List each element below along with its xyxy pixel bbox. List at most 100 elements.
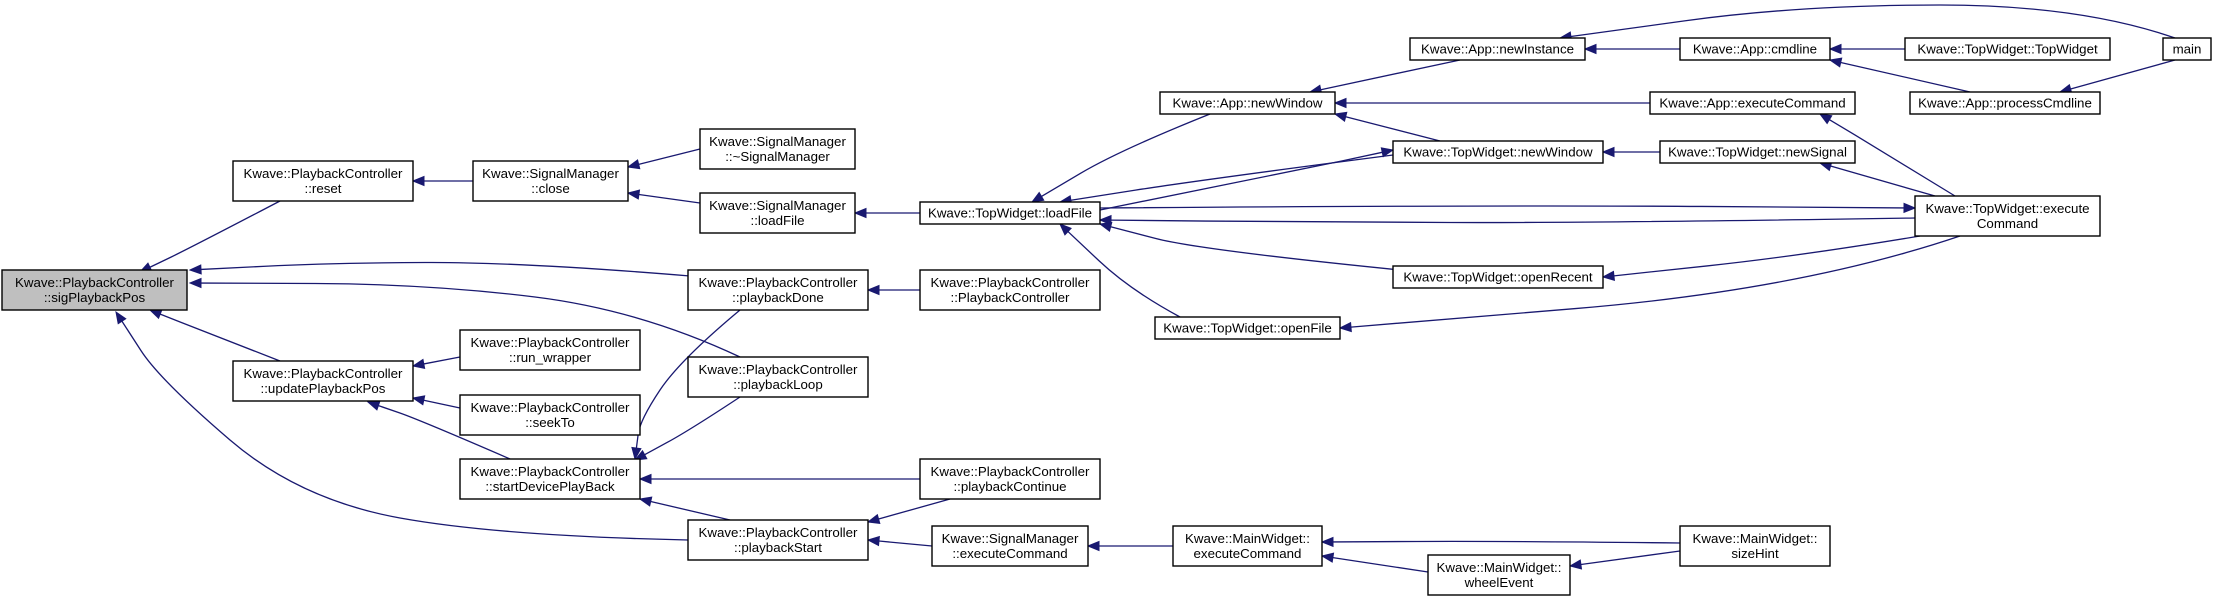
node-updatePlaybackPos[interactable]: Kwave::PlaybackController::updatePlaybac… (232, 360, 414, 402)
edge-arrowhead (1818, 113, 1833, 125)
node-sm-executeCommand[interactable]: Kwave::SignalManager::executeCommand (931, 525, 1089, 567)
edge-arrowhead (1098, 214, 1112, 226)
node-app-newInstance[interactable]: Kwave::App::newInstance (1409, 37, 1586, 61)
edge-line (638, 193, 701, 204)
node-sm-close[interactable]: Kwave::SignalManager::close (472, 160, 629, 202)
node-label-line: Kwave::App::executeCommand (1659, 96, 1845, 111)
node-layer: Kwave::PlaybackController::sigPlaybackPo… (1, 37, 2212, 596)
node-playbackDone[interactable]: Kwave::PlaybackController::playbackDone (687, 269, 869, 311)
edge-arrowhead (866, 513, 881, 524)
edge-app-newWindow-to-tw-loadFile (1030, 113, 1211, 203)
node-label-line: Kwave::SignalManager (709, 134, 846, 149)
edge-arrowhead (411, 175, 425, 187)
node-box (1659, 140, 1856, 164)
node-box (1392, 140, 1604, 164)
node-mw-sizeHint[interactable]: Kwave::MainWidget::sizeHint (1679, 525, 1831, 567)
edge-tw-newSignal-to-tw-newWindow (1601, 146, 1660, 158)
edge-sm-loadFile-to-sm-close (626, 189, 701, 204)
node-tw-TopWidget[interactable]: Kwave::TopWidget::TopWidget (1904, 37, 2111, 61)
edge-arrowhead (1333, 97, 1347, 109)
node-app-executeCommand[interactable]: Kwave::App::executeCommand (1649, 91, 1856, 115)
node-tw-loadFile[interactable]: Kwave::TopWidget::loadFile (919, 201, 1101, 225)
edge-arrowhead (1828, 57, 1843, 68)
node-label-line: Kwave::TopWidget::newWindow (1403, 145, 1593, 160)
edge-line (2070, 59, 2176, 90)
node-mw-wheelEvent[interactable]: Kwave::MainWidget::wheelEvent (1427, 554, 1571, 596)
edge-main-to-app-processCmdline (2058, 59, 2176, 94)
node-label-line: ::~SignalManager (725, 149, 830, 164)
node-playbackContinue[interactable]: Kwave::PlaybackController::playbackConti… (919, 458, 1101, 500)
node-label-line: ::executeCommand (952, 546, 1067, 561)
node-label-line: ::close (531, 181, 569, 196)
node-pc-ctor[interactable]: Kwave::PlaybackController::PlaybackContr… (919, 269, 1101, 311)
node-label-line: Kwave::App::newWindow (1172, 96, 1322, 111)
node-label-line: Kwave::MainWidget:: (1437, 560, 1562, 575)
node-label-line: ::seekTo (525, 415, 575, 430)
node-sm-loadFile[interactable]: Kwave::SignalManager::loadFile (699, 192, 856, 234)
edge-arrowhead (115, 310, 127, 325)
edge-mw-sizeHint-to-mw-executeCommand (1320, 536, 1681, 548)
node-label-line: Kwave::PlaybackController (471, 464, 630, 479)
node-sm-dtor[interactable]: Kwave::SignalManager::~SignalManager (699, 128, 856, 170)
edge-pc-ctor-to-playbackDone (866, 284, 920, 296)
edge-tw-executeCommand-to-tw-openRecent (1601, 235, 1921, 281)
edge-line (1830, 165, 1936, 197)
edge-arrowhead (366, 400, 381, 411)
node-box (699, 192, 856, 234)
node-sigPlaybackPos[interactable]: Kwave::PlaybackController::sigPlaybackPo… (1, 269, 188, 311)
node-tw-newWindow[interactable]: Kwave::TopWidget::newWindow (1392, 140, 1604, 164)
node-playbackLoop[interactable]: Kwave::PlaybackController::playbackLoop (687, 356, 869, 398)
node-app-cmdline[interactable]: Kwave::App::cmdline (1679, 37, 1831, 61)
node-label-line: Kwave::SignalManager (482, 166, 619, 181)
node-label-line: ::sigPlaybackPos (44, 290, 146, 305)
node-tw-openFile[interactable]: Kwave::TopWidget::openFile (1154, 316, 1341, 340)
edge-line (1110, 217, 1916, 224)
node-tw-newSignal[interactable]: Kwave::TopWidget::newSignal (1659, 140, 1856, 164)
edge-arrowhead (626, 159, 641, 170)
edge-arrowhead (638, 496, 653, 507)
node-box (232, 360, 414, 402)
node-label-line: Kwave::PlaybackController (931, 464, 1090, 479)
node-main[interactable]: main (2162, 37, 2212, 61)
edge-line (1840, 61, 1971, 93)
edge-arrowhead (1086, 540, 1100, 552)
edge-arrowhead (1601, 270, 1615, 281)
node-label-line: Kwave::MainWidget:: (1185, 531, 1310, 546)
edge-line (1350, 235, 1961, 328)
node-label-line: ::loadFile (751, 213, 805, 228)
edge-arrowhead (633, 449, 648, 461)
node-label-line: ::playbackDone (732, 290, 824, 305)
node-label-line: ::PlaybackController (951, 290, 1071, 305)
node-startDevicePlayBack[interactable]: Kwave::PlaybackController::startDevicePl… (459, 458, 641, 500)
node-seekTo[interactable]: Kwave::PlaybackController::seekTo (459, 394, 641, 436)
node-box (919, 201, 1101, 225)
node-mw-executeCommand[interactable]: Kwave::MainWidget::executeCommand (1172, 525, 1323, 567)
node-playbackStart[interactable]: Kwave::PlaybackController::playbackStart (687, 519, 869, 561)
node-label-line: Kwave::SignalManager (942, 531, 1079, 546)
edge-tw-loadFile-to-tw-newWindow (1099, 147, 1395, 211)
node-label-line: ::run_wrapper (509, 350, 592, 365)
node-box (1159, 91, 1336, 115)
node-app-processCmdline[interactable]: Kwave::App::processCmdline (1909, 91, 2101, 115)
node-tw-executeCommand[interactable]: Kwave::TopWidget::executeCommand (1914, 195, 2101, 237)
edge-arrowhead (1583, 43, 1597, 55)
node-box (1172, 525, 1323, 567)
edge-line (423, 356, 461, 365)
edge-tw-executeCommand-to-tw-loadFile (1098, 214, 1916, 226)
node-label-line: Kwave::TopWidget::loadFile (928, 206, 1092, 221)
edge-arrowhead (866, 284, 880, 296)
edge-arrowhead (1338, 321, 1352, 333)
node-box (919, 269, 1101, 311)
node-box (1427, 554, 1571, 596)
edge-line (149, 200, 281, 268)
node-run-wrapper[interactable]: Kwave::PlaybackController::run_wrapper (459, 329, 641, 371)
node-box (919, 458, 1101, 500)
node-tw-openRecent[interactable]: Kwave::TopWidget::openRecent (1392, 265, 1604, 289)
edge-line (1099, 151, 1383, 211)
node-reset[interactable]: Kwave::PlaybackController::reset (232, 160, 414, 202)
node-app-newWindow[interactable]: Kwave::App::newWindow (1159, 91, 1336, 115)
node-label-line: Kwave::TopWidget::newSignal (1668, 145, 1847, 160)
edge-tw-openFile-to-tw-loadFile (1059, 223, 1181, 318)
edge-line (1070, 154, 1394, 201)
edge-line (121, 320, 689, 541)
